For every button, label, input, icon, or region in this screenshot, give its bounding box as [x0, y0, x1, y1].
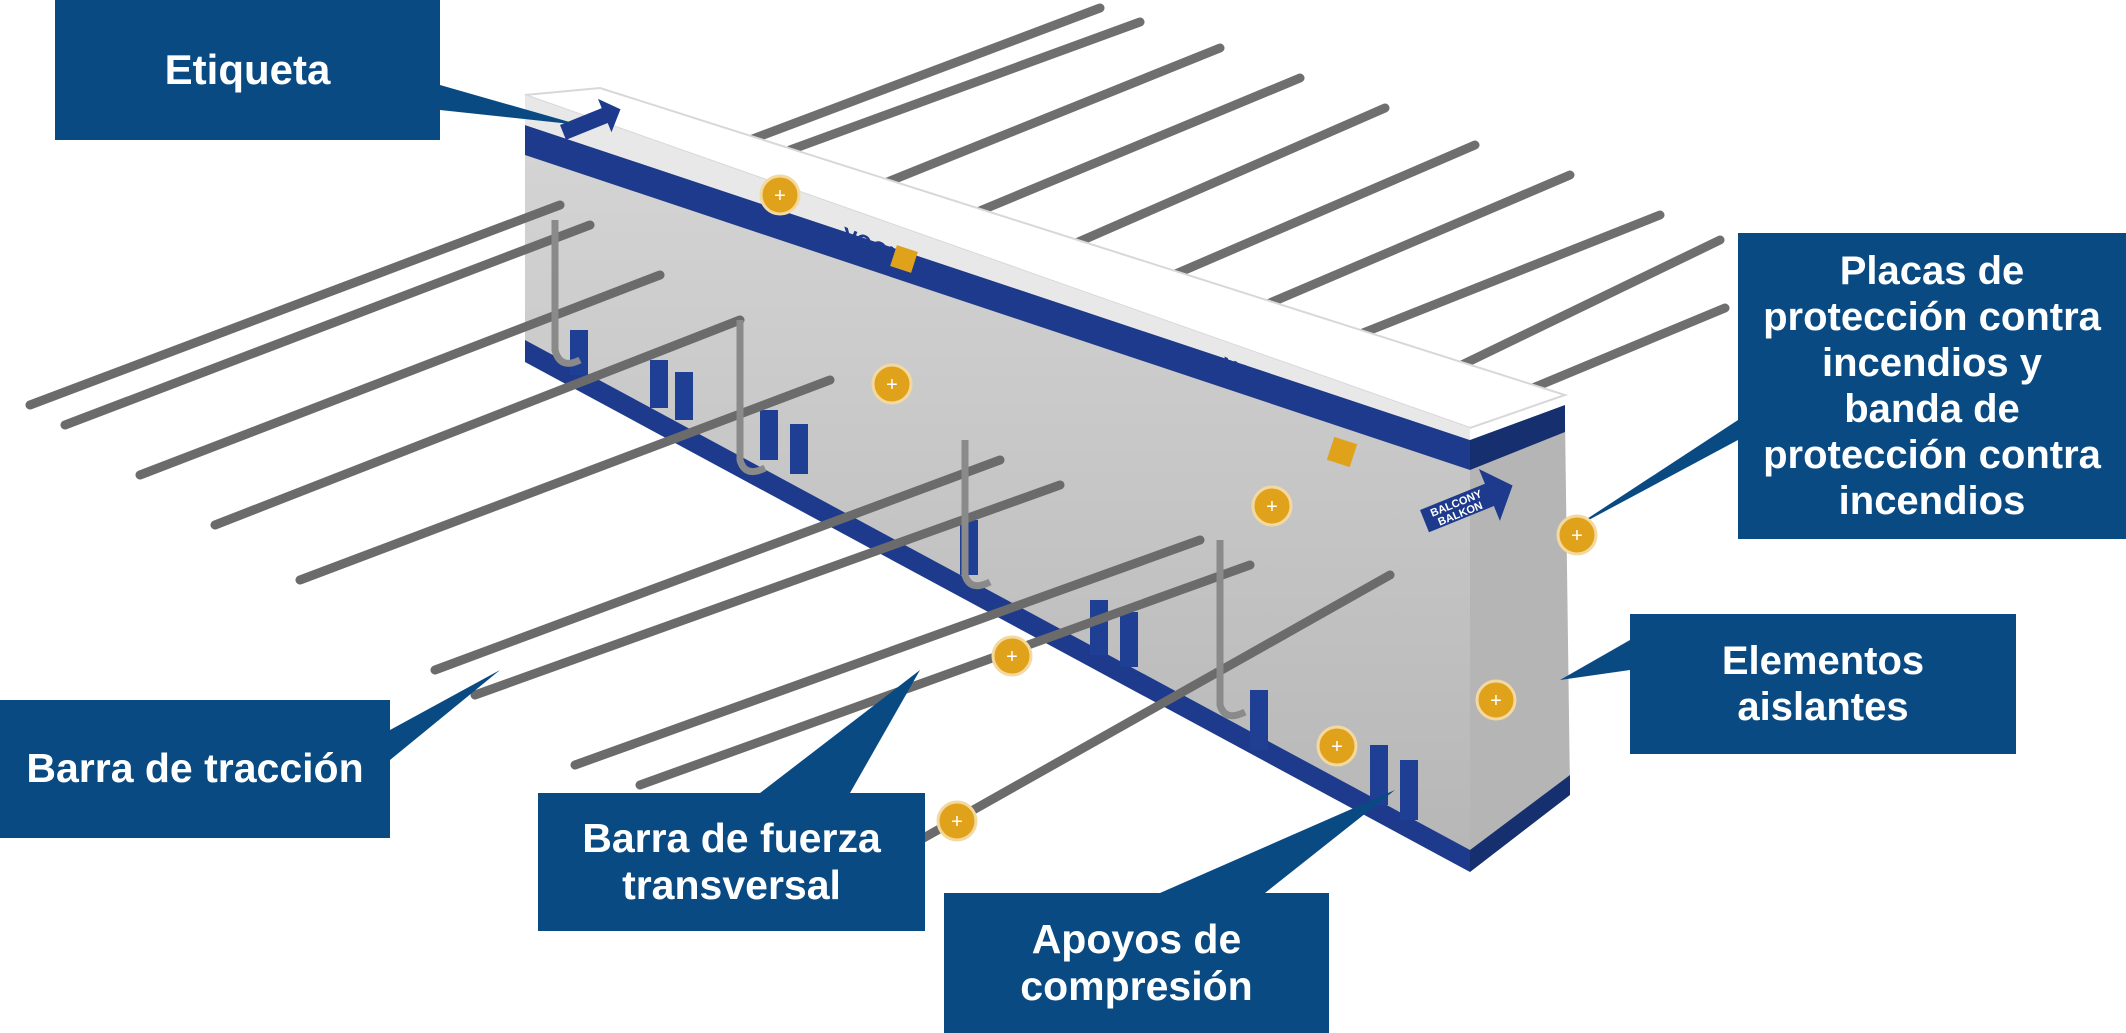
callout-label: Barra de tracción — [26, 745, 364, 792]
callout-line: incendios y — [1821, 341, 2043, 385]
svg-text:+: + — [1006, 646, 1018, 668]
svg-text:+: + — [886, 374, 898, 396]
hotspot-icon[interactable]: + — [1316, 725, 1358, 767]
hotspot-icon[interactable]: + — [936, 800, 978, 842]
callout-line: transversal — [622, 862, 841, 908]
svg-text:+: + — [1266, 496, 1278, 518]
callout-placas-proteccion: Placas de protección contra incendios y … — [1738, 233, 2126, 539]
callout-line: Apoyos de — [1031, 915, 1242, 962]
logo-mark — [890, 245, 918, 273]
svg-text:+: + — [1571, 525, 1583, 547]
callout-line: Elementos — [1721, 639, 1925, 683]
callout-etiqueta: Etiqueta — [55, 0, 440, 140]
callout-apoyos-compresion: Apoyos de compresión — [944, 893, 1329, 1033]
svg-text:+: + — [951, 811, 963, 833]
svg-text:+: + — [774, 185, 786, 207]
direction-arrow-back — [560, 98, 621, 140]
shear-bars — [551, 220, 1247, 720]
hotspot-icon[interactable]: + — [1251, 485, 1293, 527]
hotspot-icon[interactable]: + — [991, 635, 1033, 677]
callout-line: banda de — [1844, 387, 2020, 431]
callout-line: protección contra — [1763, 433, 2101, 477]
callout-barra-traccion: Barra de tracción — [0, 700, 390, 838]
svg-text:+: + — [1331, 736, 1343, 758]
callout-barra-fuerza-transversal: Barra de fuerza transversal — [538, 793, 925, 931]
callout-line: protección contra — [1763, 295, 2101, 339]
hotspot-icon[interactable]: + — [1475, 679, 1517, 721]
callout-leaders — [390, 85, 1738, 893]
callout-label: Etiqueta — [164, 45, 331, 93]
hotspot-icon[interactable]: + — [871, 363, 913, 405]
callout-line: Barra de fuerza — [582, 814, 881, 861]
callout-line: aislantes — [1737, 685, 1909, 729]
hotspots: + + + + + + + + — [759, 174, 1598, 842]
callout-line: incendios — [1838, 479, 2026, 523]
logo-mark-2 — [1326, 436, 1358, 468]
hotspot-icon[interactable]: + — [759, 174, 801, 216]
callout-line: Placas de — [1839, 249, 2025, 293]
callout-elementos-aislantes: Elementos aislantes — [1630, 614, 2016, 754]
callout-line: compresión — [1020, 963, 1253, 1009]
rebars-back — [745, 3, 1730, 415]
svg-text:+: + — [1490, 690, 1502, 712]
insulation-module — [524, 86, 1570, 872]
hotspot-icon[interactable]: + — [1556, 514, 1598, 556]
